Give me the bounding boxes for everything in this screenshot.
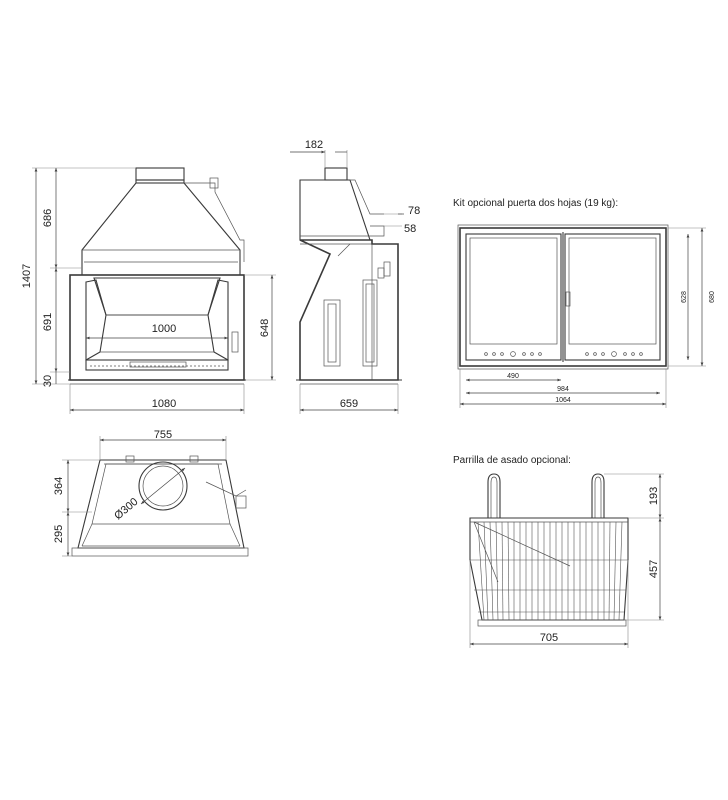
dim-door-height-inner: 628 bbox=[681, 291, 688, 303]
dim-door-width-total: 1064 bbox=[555, 397, 571, 404]
dim-offset-top: 78 bbox=[408, 205, 420, 217]
grill-caption: Parrilla de asado opcional: bbox=[453, 455, 571, 466]
grill: Parrilla de asado opcional: bbox=[453, 455, 664, 648]
dim-height-total: 1407 bbox=[21, 264, 33, 288]
dim-width-top: 755 bbox=[154, 429, 172, 441]
dim-door-width-leaf: 490 bbox=[507, 373, 519, 380]
dim-depth-total: 659 bbox=[340, 398, 358, 410]
side-view: 182 78 58 659 bbox=[290, 139, 420, 414]
top-view: Ø300 755 364 295 bbox=[53, 429, 249, 557]
door-kit-caption: Kit opcional puerta dos hojas (19 kg): bbox=[453, 198, 618, 209]
dim-door-height-total: 680 bbox=[709, 291, 716, 303]
dim-height-base: 30 bbox=[42, 375, 54, 387]
door-vent-holes bbox=[484, 351, 643, 357]
grill-bars bbox=[470, 521, 628, 621]
dim-depth-front: 295 bbox=[53, 525, 65, 543]
door-kit: Kit opcional puerta dos hojas (19 kg): 6… bbox=[453, 198, 716, 408]
dim-flue-depth: 182 bbox=[305, 139, 323, 151]
dim-height-hood: 686 bbox=[42, 209, 54, 227]
dim-depth-back: 364 bbox=[53, 477, 65, 495]
dim-grill-basket-height: 457 bbox=[648, 560, 660, 578]
dim-width-total: 1080 bbox=[152, 398, 176, 410]
dim-door-width-inner: 984 bbox=[557, 386, 569, 393]
dim-offset-mid: 58 bbox=[404, 223, 416, 235]
dim-flue-diameter: Ø300 bbox=[112, 496, 140, 522]
dim-grill-width: 705 bbox=[540, 632, 558, 644]
dim-height-side: 648 bbox=[259, 319, 271, 337]
dim-height-opening: 691 bbox=[42, 313, 54, 331]
dim-opening-width: 1000 bbox=[152, 323, 176, 335]
front-view: 1407 686 691 30 648 1000 1080 bbox=[21, 167, 276, 414]
dim-grill-handle-height: 193 bbox=[648, 487, 660, 505]
